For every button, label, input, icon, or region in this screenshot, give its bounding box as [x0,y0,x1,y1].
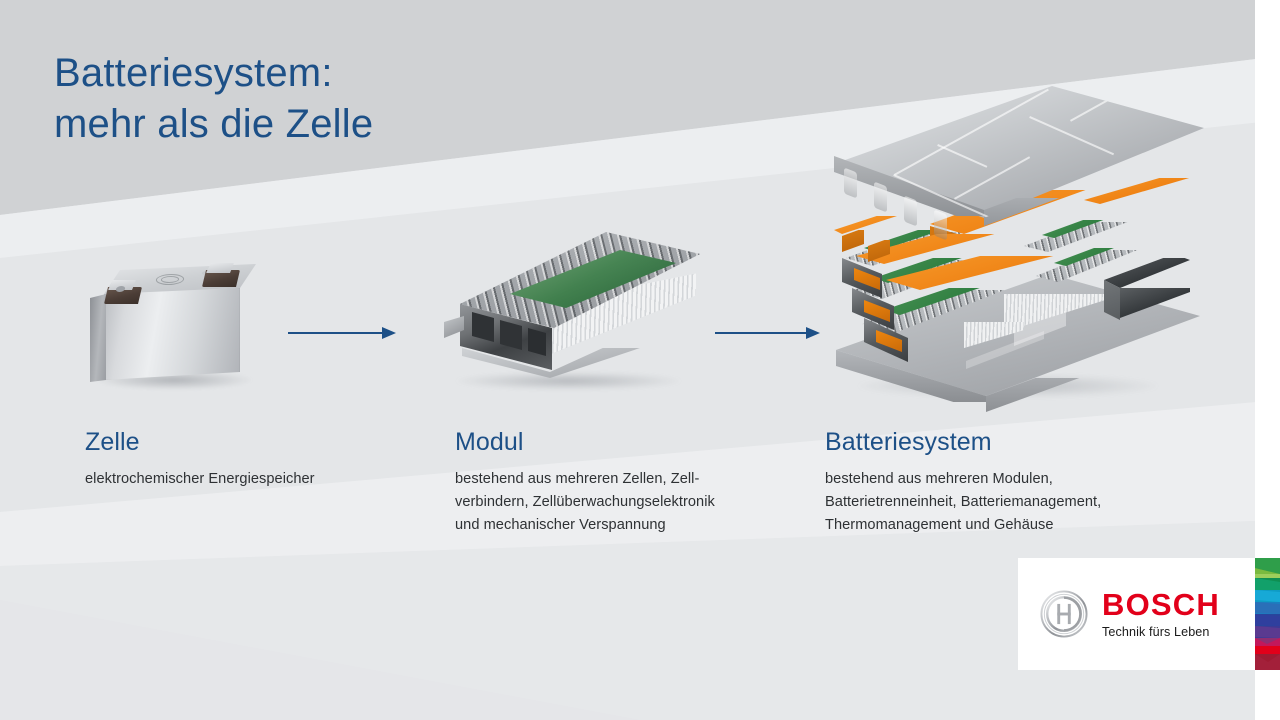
bosch-wordmark: BOSCH [1102,587,1220,622]
caption-batteriesystem-description: bestehend aus mehreren Modulen, Batterie… [825,470,1102,533]
cross-member-right-rail [1084,178,1196,204]
system-module-cell-side-2 [964,322,1024,348]
cell-terminal-negative [104,287,142,304]
arrow-shaft [288,332,384,335]
caption-modul-heading: Modul [455,428,524,456]
battery-disconnect-unit-front [1104,280,1120,320]
page-title: Batteriesystem: mehr als die Zelle [54,51,374,147]
bosch-supergraphic-bar [1255,558,1280,670]
arrow-cell-to-module [288,324,396,342]
arrow-module-to-system [715,324,820,342]
module-connector-3 [528,328,546,356]
cell-left-side [90,294,106,382]
caption-zelle-description: elektrochemischer Energiespeicher [85,470,315,487]
arrow-shaft [715,332,808,335]
module-connector-2 [500,320,522,350]
arrow-head-icon [806,327,820,339]
lid-flute-3 [904,195,917,227]
caption-zelle-heading: Zelle [85,428,140,456]
cross-member-tab-1 [842,230,864,252]
cell-terminal-positive [202,270,240,287]
module-shadow [456,372,681,390]
arrow-head-icon [382,327,396,339]
cell-terminal-cap-left [108,280,136,290]
caption-zelle: Zelle elektrochemischer Energiespeicher [85,428,415,491]
battery-cell-image [90,258,265,398]
lid-flute-2 [874,181,887,213]
cell-terminal-cap-right [206,263,234,273]
lid-flute-1 [844,167,857,199]
lid-flute-4 [934,209,947,241]
caption-modul: Modul bestehend aus mehreren Zellen, Zel… [455,428,785,537]
bosch-armature-symbol-icon [1040,590,1088,638]
caption-batteriesystem-heading: Batteriesystem [825,428,992,456]
caption-modul-description: bestehend aus mehreren Zellen, Zell- ver… [455,470,715,533]
bosch-logo-text: BOSCH Technik fürs Leben [1102,589,1220,639]
battery-system-image [818,78,1208,412]
module-connector-1 [472,312,494,342]
battery-module-image [438,232,700,400]
caption-batteriesystem: Batteriesystem bestehend aus mehreren Mo… [825,428,1185,537]
bosch-claim: Technik fürs Leben [1102,625,1210,639]
bosch-logo: BOSCH Technik fürs Leben [1018,558,1256,670]
cross-member-front-rail [886,256,1116,290]
